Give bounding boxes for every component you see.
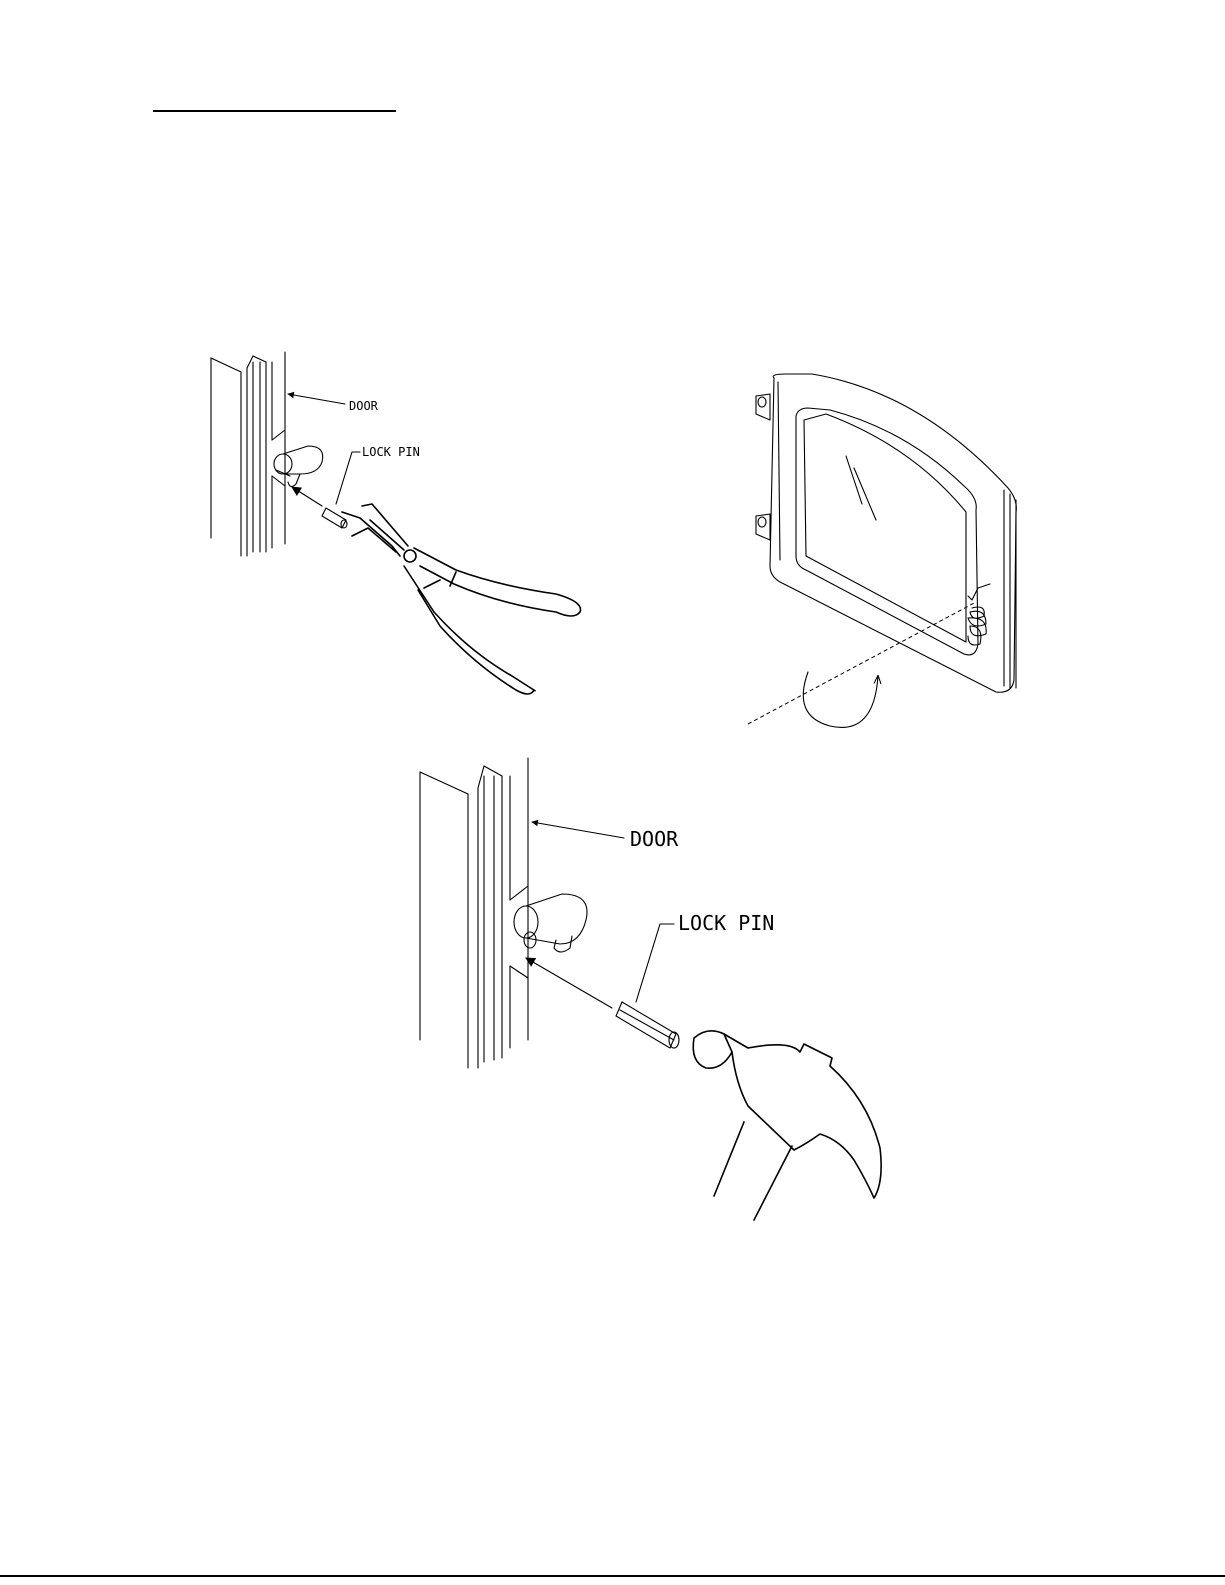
glass-door-icon [756, 374, 1016, 692]
insert-arrow-bottom [526, 958, 612, 1008]
hinge-knob-bottom [514, 894, 587, 952]
figure-glass-door [748, 374, 1016, 727]
rotate-arrow-icon [803, 672, 878, 727]
rotation-axis [748, 602, 976, 724]
hammer-icon [693, 1031, 881, 1220]
insert-arrow [292, 487, 322, 506]
door-label: DOOR [349, 399, 379, 413]
lock-pin-label-bottom: LOCK PIN [678, 911, 774, 935]
callout-lock-pin: LOCK PIN [336, 445, 420, 504]
pliers-icon [342, 504, 581, 694]
door-frame-bottom [420, 758, 528, 1068]
lock-pin-label: LOCK PIN [362, 445, 420, 459]
figure-bottom: DOOR LOCK PIN [420, 758, 881, 1220]
hinge-knob [274, 446, 323, 487]
callout-lock-pin-bottom: LOCK PIN [636, 911, 774, 1002]
callout-door: DOOR [288, 394, 379, 413]
lock-pin-bottom [616, 1002, 679, 1048]
page-bottom-rule [0, 1575, 1225, 1577]
callout-door-bottom: DOOR [532, 822, 679, 851]
door-label-bottom: DOOR [630, 827, 679, 851]
lock-pin [322, 508, 347, 528]
door-frame [211, 352, 285, 556]
figure-top-left: DOOR LOCK PIN [211, 352, 581, 694]
